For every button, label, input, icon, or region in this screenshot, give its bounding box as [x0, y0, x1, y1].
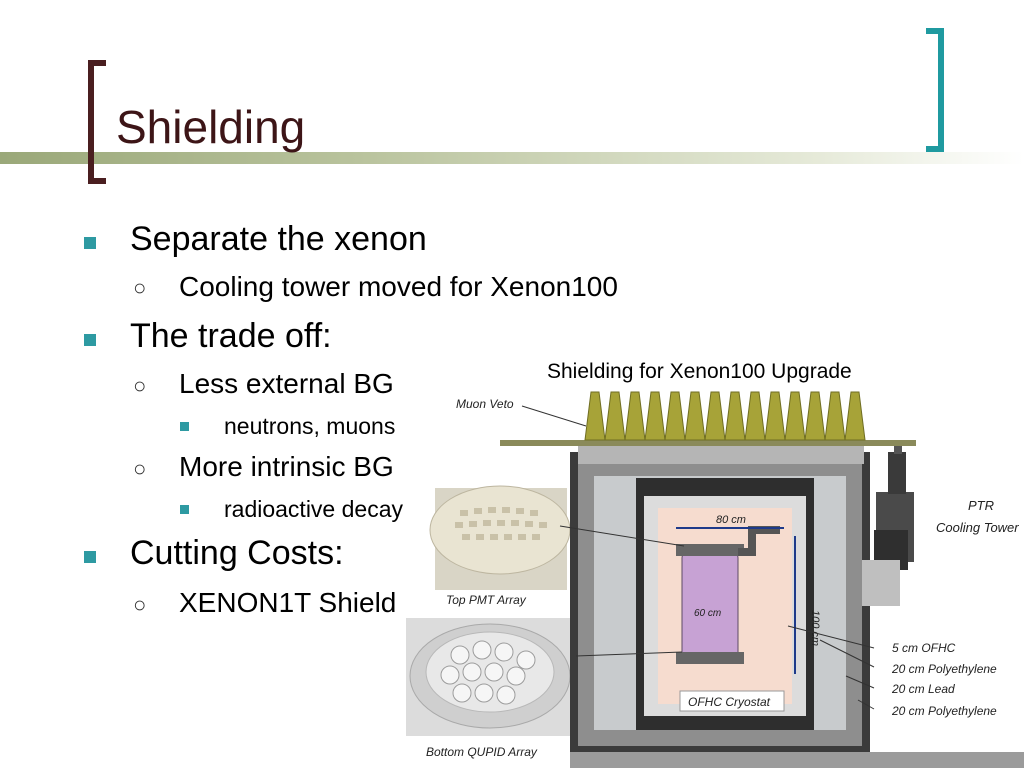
- sub-bullet-marker: ○: [133, 456, 147, 481]
- layer-label-poly-inner: 20 cm Polyethylene: [891, 662, 997, 676]
- sub-bullet-marker: ○: [133, 275, 147, 300]
- bottom-qupid-array-image: [406, 618, 576, 736]
- bullet-marker: [84, 551, 96, 563]
- sub-sub-bullet-marker: [180, 505, 189, 514]
- inner-height-label: 60 cm: [694, 608, 721, 619]
- height-label: 100 cm: [809, 610, 821, 646]
- ptr-label-line2: Cooling Tower: [936, 520, 1019, 535]
- top-pmt-array-image: [429, 485, 571, 590]
- bottom-qupid-label: Bottom QUPID Array: [426, 745, 538, 759]
- title-rule: [0, 152, 1024, 164]
- bullet-marker: [84, 237, 96, 249]
- cryostat-pipe: [738, 526, 780, 556]
- sub-bullet-marker: ○: [133, 373, 147, 398]
- sub-sub-bullet-2-2-1: radioactive decay: [224, 496, 403, 522]
- top-plate: [578, 446, 864, 464]
- muon-veto-label: Muon Veto: [456, 397, 514, 411]
- support-rod: [500, 440, 916, 446]
- sub-bullet-marker: ○: [133, 592, 147, 617]
- layer-label-lead: 20 cm Lead: [891, 682, 955, 696]
- cryostat-flange-bottom: [676, 652, 744, 664]
- figure-caption: Shielding for Xenon100 Upgrade: [547, 360, 852, 383]
- ptr-label-line1: PTR: [968, 498, 994, 513]
- floor: [570, 752, 1024, 768]
- sub-bullet-3-1: XENON1T Shield: [179, 587, 397, 618]
- ptr-cooling-tower: [862, 446, 914, 606]
- sub-bullet-2-2: More intrinsic BG: [179, 451, 394, 482]
- layer-label-ofhc: 5 cm OFHC: [892, 641, 956, 655]
- bullet-marker: [84, 334, 96, 346]
- left-bracket: [88, 60, 106, 184]
- bullet-3: Cutting Costs:: [130, 534, 344, 572]
- slide-title: Shielding: [116, 101, 306, 153]
- cryostat-flange-top: [676, 544, 744, 556]
- right-bracket: [926, 28, 944, 152]
- sub-sub-bullet-2-1-1: neutrons, muons: [224, 413, 396, 439]
- cryostat-label: OFHC Cryostat: [688, 695, 771, 709]
- width-label: 80 cm: [716, 514, 746, 526]
- sub-bullet-2-1: Less external BG: [179, 368, 394, 399]
- muon-veto-pmts: [584, 391, 866, 441]
- layer-label-poly-outer: 20 cm Polyethylene: [891, 704, 997, 718]
- shield-diagram: Top PMT Array Bottom QUPID Array: [406, 391, 1024, 768]
- cryostat-label-box: [679, 690, 785, 712]
- sub-sub-bullet-marker: [180, 422, 189, 431]
- top-pmt-label: Top PMT Array: [446, 593, 527, 607]
- leader-lines: [521, 405, 875, 710]
- sub-bullet-1-1: Cooling tower moved for Xenon100: [179, 271, 618, 302]
- bullet-1: Separate the xenon: [130, 220, 427, 258]
- bullet-2: The trade off:: [130, 317, 332, 355]
- cryostat-vessel: [681, 551, 739, 663]
